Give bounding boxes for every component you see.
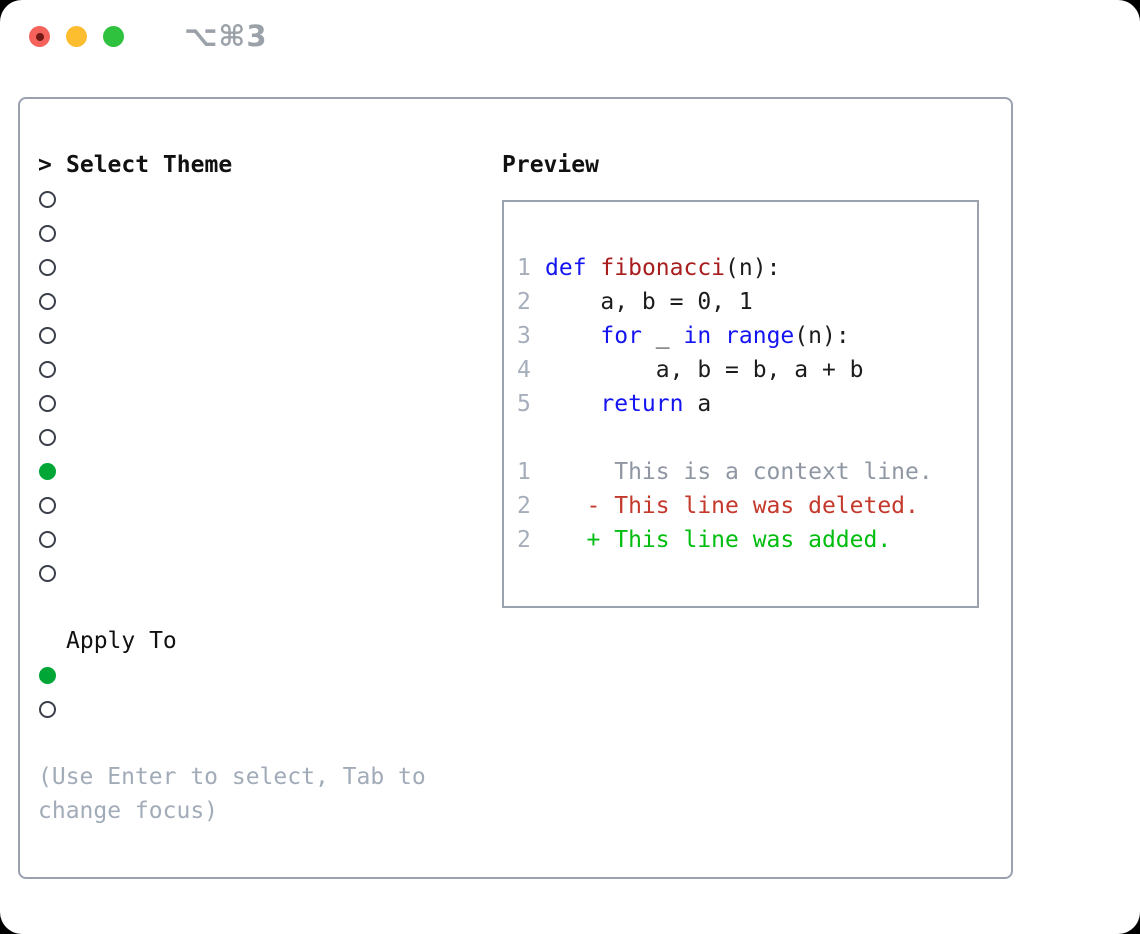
theme-selector-column: > Select Theme Apply To (Use Enter to se… (38, 148, 478, 828)
code-token-plain: a (683, 391, 712, 417)
diff-line-context: 1 This is a context line. (517, 455, 977, 489)
code-line: 1 def fibonacci(n): (517, 251, 977, 285)
code-line: 5 return a (517, 387, 977, 421)
apply-to-list (38, 658, 478, 726)
select-theme-header: > Select Theme (38, 148, 478, 182)
code-token-plain (545, 319, 600, 353)
code-token-keyword: return (600, 391, 684, 417)
code-token-plain: (n): (794, 323, 850, 349)
line-number: 5 (517, 391, 531, 417)
diff-text: - This line was deleted. (545, 493, 919, 519)
code-token-keyword: for (600, 323, 642, 349)
line-number: 1 (517, 255, 531, 281)
radio-selected-icon (39, 462, 56, 480)
code-token-plain (711, 319, 725, 353)
diff-text: + This line was added. (545, 527, 892, 553)
code-line: 4 a, b = b, a + b (517, 353, 977, 387)
theme-option-xcode[interactable] (38, 556, 478, 590)
theme-list (38, 182, 478, 590)
code-token-keyword: in (683, 323, 712, 349)
theme-option-ansi[interactable] (38, 182, 478, 216)
apply-option-user-settings[interactable] (38, 658, 478, 692)
line-number: 2 (517, 527, 531, 553)
line-number: 3 (517, 323, 531, 349)
radio-selected-icon (39, 666, 56, 684)
code-token-plain (587, 251, 601, 285)
theme-option-dracula[interactable] (38, 318, 478, 352)
radio-icon (39, 224, 56, 242)
titlebar: ⌥⌘3 (29, 19, 268, 53)
theme-option-github-light[interactable] (38, 488, 478, 522)
code-token-plain: a, b = 0, 1 (545, 289, 753, 315)
radio-icon (39, 292, 56, 310)
preview-title: Preview (502, 152, 599, 178)
radio-icon (39, 394, 56, 412)
section-gap (38, 726, 478, 760)
theme-option-ayu-light[interactable] (38, 420, 478, 454)
code-token-plain: (n): (725, 255, 781, 281)
preview-gap (517, 421, 977, 455)
hint-text: (Use Enter to select, Tab to change focu… (38, 764, 426, 824)
section-gap (38, 590, 478, 624)
theme-option-atom-one[interactable] (38, 216, 478, 250)
diff-line-deleted: 2 - This line was deleted. (517, 489, 977, 523)
line-number: 2 (517, 289, 531, 315)
maximize-button[interactable] (103, 26, 124, 47)
apply-to-title: Apply To (66, 628, 177, 654)
radio-icon (39, 530, 56, 548)
line-number: 4 (517, 357, 531, 383)
select-theme-title: Select Theme (66, 152, 233, 178)
close-button[interactable] (29, 26, 50, 47)
code-token-plain (545, 387, 600, 421)
apply-option-workspace-settings[interactable] (38, 692, 478, 726)
radio-icon (39, 360, 56, 378)
radio-icon (39, 326, 56, 344)
radio-icon (39, 496, 56, 514)
theme-option-default-light[interactable] (38, 454, 478, 488)
radio-icon (39, 700, 56, 718)
main-panel: > Select Theme Apply To (Use Enter to se… (18, 97, 1013, 879)
apply-to-header: Apply To (38, 624, 478, 658)
code-token-plain: _ (641, 323, 684, 349)
radio-icon (39, 258, 56, 276)
code-line: 2 a, b = 0, 1 (517, 285, 977, 319)
line-number: 2 (517, 493, 531, 519)
diff-line-added: 2 + This line was added. (517, 523, 977, 557)
diff-preview: 1 This is a context line.2 - This line w… (517, 455, 977, 557)
code-token-function: fibonacci (600, 255, 726, 281)
radio-icon (39, 564, 56, 582)
theme-option-default[interactable] (38, 284, 478, 318)
theme-option-google-code[interactable] (38, 522, 478, 556)
radio-icon (39, 428, 56, 446)
record-dot-icon (35, 32, 44, 41)
code-line: 3 for _ in range(n): (517, 319, 977, 353)
theme-option-github[interactable] (38, 352, 478, 386)
window-shortcut-label: ⌥⌘3 (184, 19, 268, 53)
diff-text: This is a context line. (545, 459, 933, 485)
code-token-plain: a, b = b, a + b (545, 357, 864, 383)
code-token-keyword: def (545, 255, 587, 281)
minimize-button[interactable] (66, 26, 87, 47)
code-token-keyword: range (725, 323, 795, 349)
focus-caret-icon: > (38, 152, 52, 178)
theme-option-ansi-light[interactable] (38, 386, 478, 420)
line-number: 1 (517, 459, 531, 485)
theme-option-ayu[interactable] (38, 250, 478, 284)
radio-icon (39, 190, 56, 208)
